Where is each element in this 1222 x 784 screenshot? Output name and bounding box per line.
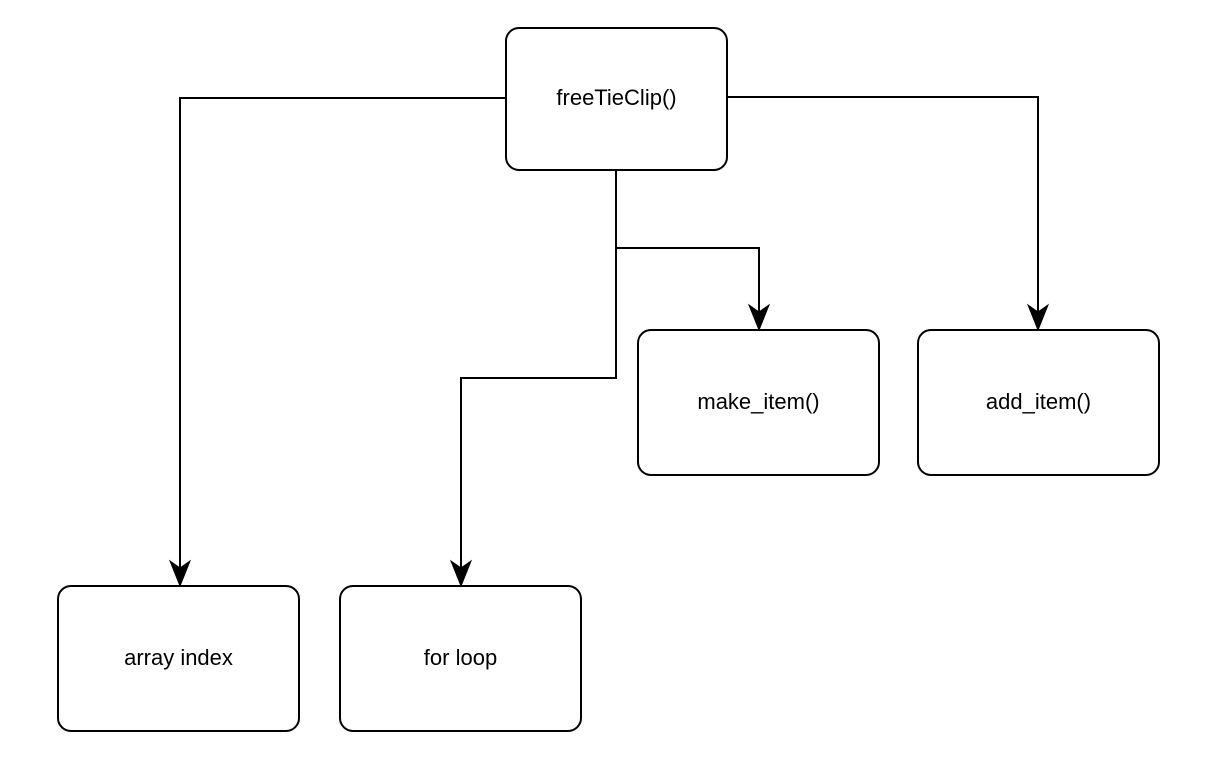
edge-make-item-line: [616, 247, 760, 323]
edge-add-item-line: [727, 96, 1039, 323]
edge-array-index-arrowhead: [168, 559, 192, 588]
edge-array-index-line: [179, 97, 506, 579]
edge-for-loop-arrowhead: [449, 559, 473, 588]
node-add-item[interactable]: add_item(): [917, 329, 1160, 476]
edge-add-item-arrowhead: [1026, 303, 1050, 332]
edge-make-item-arrowhead: [747, 303, 771, 332]
node-freetieclip[interactable]: freeTieClip(): [505, 27, 728, 171]
node-make-item[interactable]: make_item(): [637, 329, 880, 476]
node-add-item-box[interactable]: [917, 329, 1160, 476]
edge-layer: [168, 96, 1050, 588]
node-make-item-box[interactable]: [637, 329, 880, 476]
node-for-loop-box[interactable]: [339, 585, 582, 732]
edge-freetieclip-to-for-loop[interactable]: [449, 170, 617, 588]
node-array-index[interactable]: array index: [57, 585, 300, 732]
node-freetieclip-box[interactable]: [505, 27, 728, 171]
node-freetieclip-label: freeTieClip(): [556, 85, 676, 110]
edge-for-loop-line: [460, 170, 617, 579]
node-make-item-label: make_item(): [697, 389, 819, 414]
edge-freetieclip-to-array-index[interactable]: [168, 97, 506, 588]
node-for-loop-label: for loop: [424, 645, 497, 670]
node-array-index-label: array index: [124, 645, 233, 670]
node-for-loop[interactable]: for loop: [339, 585, 582, 732]
edge-freetieclip-to-add-item[interactable]: [727, 96, 1050, 332]
node-add-item-label: add_item(): [986, 389, 1091, 414]
node-layer: freeTieClip() array index for loop make_…: [57, 27, 1160, 732]
node-array-index-box[interactable]: [57, 585, 300, 732]
edge-freetieclip-to-make-item[interactable]: [616, 247, 771, 332]
